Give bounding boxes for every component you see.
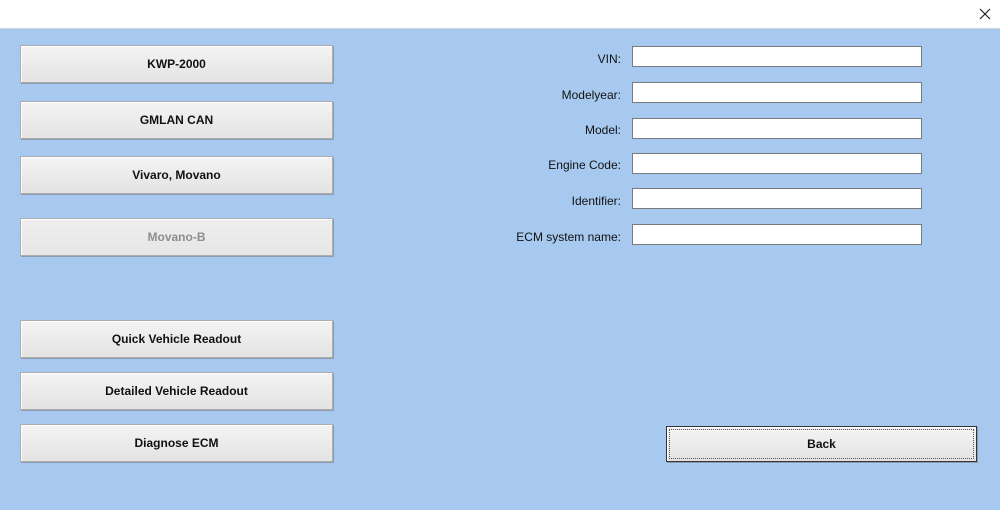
movano-b-button: Movano-B — [20, 218, 333, 256]
ecm-system-name-input[interactable] — [632, 224, 922, 245]
modelyear-input[interactable] — [632, 82, 922, 103]
diagnose-ecm-button[interactable]: Diagnose ECM — [20, 424, 333, 462]
engine-code-label: Engine Code: — [548, 158, 621, 172]
vin-label: VIN: — [597, 52, 621, 66]
vivaro-movano-button[interactable]: Vivaro, Movano — [20, 156, 333, 194]
kwp2000-button[interactable]: KWP-2000 — [20, 45, 333, 83]
close-button[interactable] — [970, 0, 1000, 28]
close-icon — [979, 8, 991, 20]
modelyear-label: Modelyear: — [561, 88, 621, 102]
back-button[interactable]: Back — [666, 426, 977, 462]
gmlan-can-button[interactable]: GMLAN CAN — [20, 101, 333, 139]
title-bar — [0, 0, 1000, 28]
detailed-vehicle-readout-button[interactable]: Detailed Vehicle Readout — [20, 372, 333, 410]
main-panel: KWP-2000 GMLAN CAN Vivaro, Movano Movano… — [0, 28, 1000, 510]
identifier-input[interactable] — [632, 188, 922, 209]
model-label: Model: — [584, 123, 621, 137]
ecm-system-name-label: ECM system name: — [516, 230, 621, 244]
identifier-label: Identifier: — [571, 194, 621, 208]
vin-input[interactable] — [632, 46, 922, 67]
model-input[interactable] — [632, 118, 922, 139]
quick-vehicle-readout-button[interactable]: Quick Vehicle Readout — [20, 320, 333, 358]
engine-code-input[interactable] — [632, 153, 922, 174]
